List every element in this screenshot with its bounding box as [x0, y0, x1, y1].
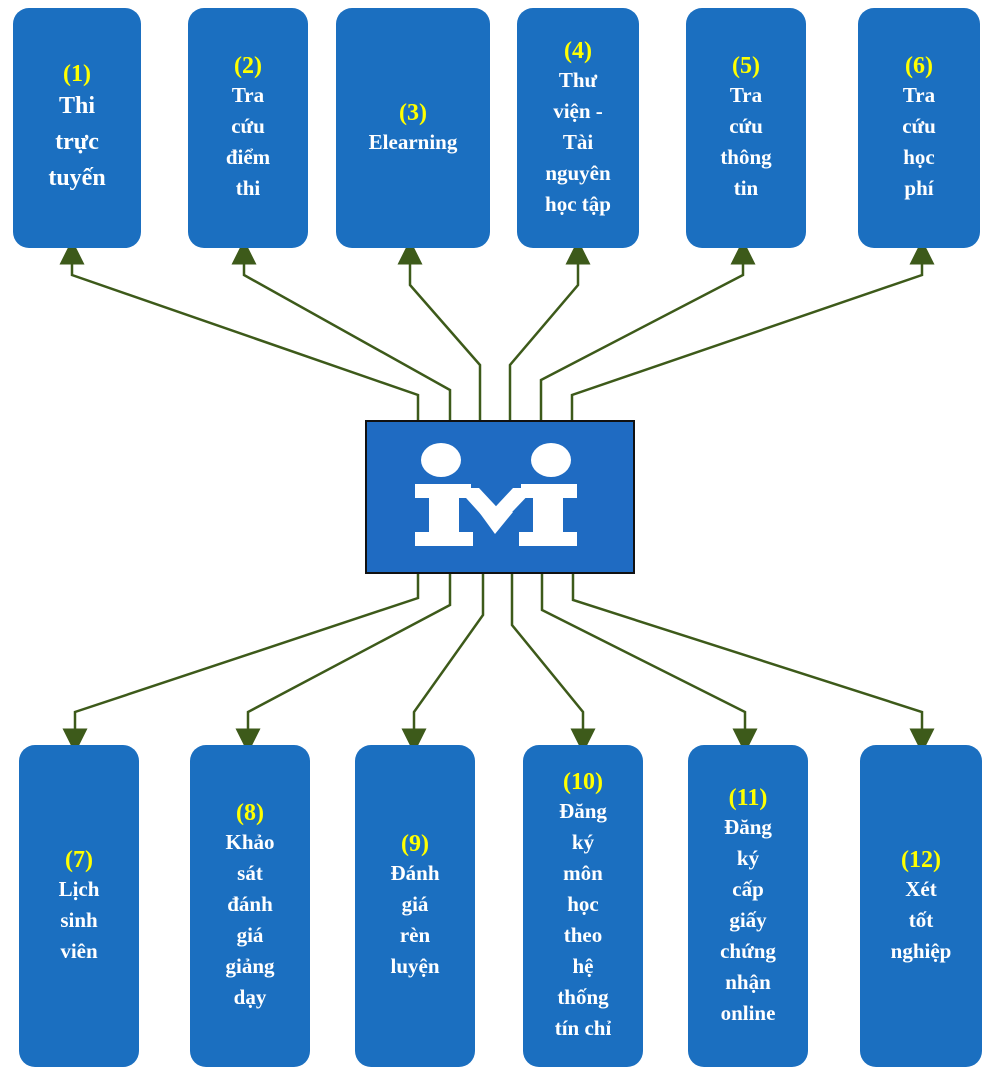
module-conduct-evaluation[interactable]: (9) Đánh giá rèn luyện [355, 745, 475, 1067]
module-number: (4) [564, 37, 592, 64]
module-label: Đánh giá rèn luyện [390, 861, 440, 978]
connector-arrow [62, 574, 420, 754]
connector-arrow [401, 574, 485, 754]
module-student-calendar[interactable]: (7) Lịch sinh viên [19, 745, 139, 1067]
module-number: (1) [63, 61, 91, 87]
connector-arrow [231, 239, 452, 420]
connector-arrow [59, 239, 420, 420]
module-number: (6) [905, 53, 933, 79]
module-label: Đăng ký môn học theo hệ thống tín chỉ [554, 799, 612, 1040]
connector-arrow [539, 239, 756, 420]
module-label: Tra cứu điểm thi [225, 83, 271, 200]
module-number: (7) [65, 846, 93, 873]
module-number: (11) [728, 784, 768, 811]
module-number: (10) [563, 769, 603, 795]
module-elearning[interactable]: (3) Elearning [336, 8, 490, 248]
module-number: (2) [234, 53, 262, 79]
connector-arrow [397, 239, 482, 420]
connector-arrow [510, 574, 596, 754]
module-number: (12) [901, 846, 941, 873]
module-tuition-lookup[interactable]: (6) Tra cứu học phí [858, 8, 980, 248]
module-label: Xét tốt nghiệp [890, 876, 952, 963]
module-label: Tra cứu thông tin [720, 83, 772, 200]
im-logo-icon [415, 443, 577, 546]
connector-arrow [508, 239, 591, 420]
module-number: (9) [401, 831, 429, 857]
module-number: (3) [399, 99, 427, 126]
module-label: Đăng ký cấp giấy chứng nhận online [720, 814, 776, 1025]
module-number: (5) [732, 53, 760, 79]
portal-hub[interactable] [365, 420, 635, 574]
connector-arrow [235, 574, 452, 754]
module-course-registration[interactable]: (10) Đăng ký môn học theo hệ thống tín c… [523, 745, 643, 1067]
module-label: Lịch sinh viên [58, 876, 100, 963]
module-label: Thi trực tuyến [48, 93, 106, 191]
module-label: Elearning [368, 129, 458, 154]
connector-arrow [570, 239, 935, 420]
module-graduation-review[interactable]: (12) Xét tốt nghiệp [860, 745, 982, 1067]
module-score-lookup[interactable]: (2) Tra cứu điểm thi [188, 8, 308, 248]
module-label: Tra cứu học phí [902, 83, 936, 200]
connector-arrow [571, 574, 935, 754]
module-label: Thư viện - Tài nguyên học tập [545, 67, 611, 216]
module-label: Khảo sát đánh giá giảng dạy [225, 830, 275, 1009]
module-library[interactable]: (4) Thư viện - Tài nguyên học tập [517, 8, 639, 248]
module-info-lookup[interactable]: (5) Tra cứu thông tin [686, 8, 806, 248]
module-number: (8) [236, 800, 264, 826]
connector-arrow [540, 574, 758, 754]
module-teaching-survey[interactable]: (8) Khảo sát đánh giá giảng dạy [190, 745, 310, 1067]
module-certificate-request[interactable]: (11) Đăng ký cấp giấy chứng nhận online [688, 745, 808, 1067]
module-online-exam[interactable]: (1) Thi trực tuyến [13, 8, 141, 248]
